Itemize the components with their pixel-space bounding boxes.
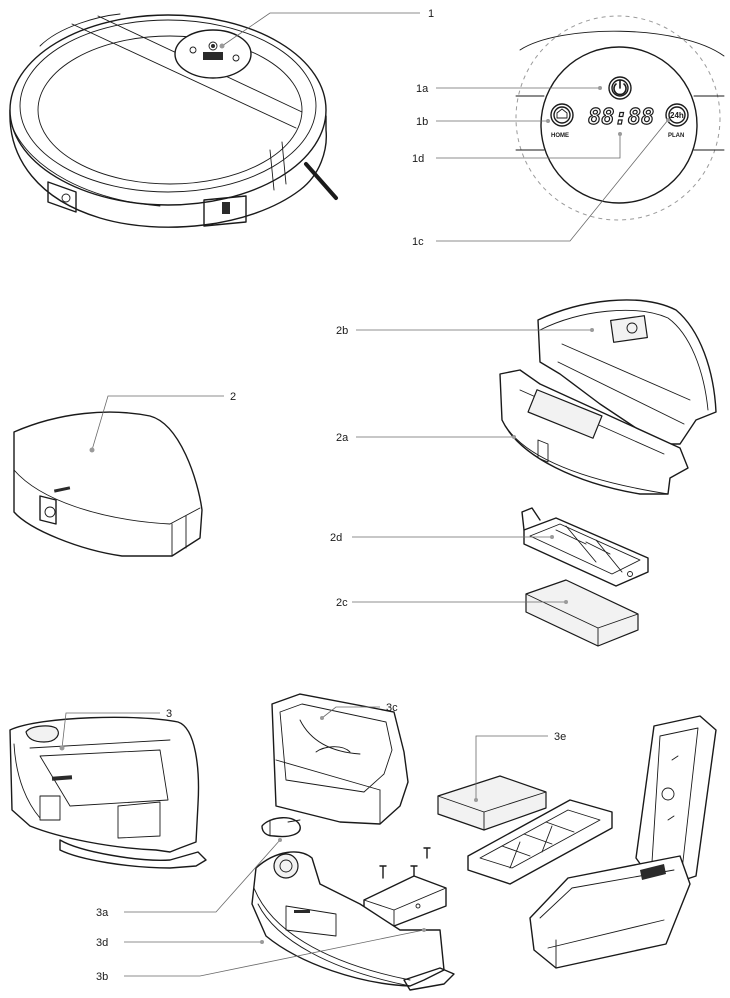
water-tank [9, 716, 207, 869]
tank-open-base [251, 851, 455, 991]
dust-bin-open [499, 299, 717, 495]
callout-3d: 3d [96, 937, 108, 949]
plan-icon-text: 24h [670, 111, 684, 120]
callout-3b: 3b [96, 971, 108, 983]
callout-2: 2 [230, 391, 236, 403]
dust-bin-closed [13, 411, 203, 557]
callout-labels: 1 1a 1b 1d 1c 2b 2 2a 2d 2c 3 3c 3e 3a 3… [96, 8, 566, 983]
control-panel-detail: HOME 24h PLAN 88:88 [515, 15, 725, 221]
plan-button: 24h PLAN [665, 103, 689, 139]
callout-1: 1 [428, 8, 434, 20]
callout-1c: 1c [412, 236, 424, 248]
callout-3c: 3c [386, 702, 398, 714]
tank-filter-frame [467, 799, 613, 885]
power-button [608, 76, 632, 100]
sponge-filter [525, 579, 639, 647]
hepa-filter [521, 507, 649, 587]
callout-2c: 2c [336, 597, 348, 609]
leader-lines [59, 12, 670, 977]
callout-1b: 1b [416, 116, 428, 128]
callout-3: 3 [166, 708, 172, 720]
home-button: HOME [550, 103, 574, 139]
tank-open-case [529, 715, 717, 969]
callout-2a: 2a [336, 432, 349, 444]
screws [379, 847, 431, 879]
callout-1d: 1d [412, 153, 424, 165]
plan-label: PLAN [668, 133, 684, 139]
tank-sponge [437, 775, 547, 831]
callout-1a: 1a [416, 83, 429, 95]
callout-3a: 3a [96, 907, 109, 919]
callout-2d: 2d [330, 532, 342, 544]
tank-inner-tray [271, 693, 409, 825]
tank-cap [261, 817, 301, 838]
home-label: HOME [551, 133, 569, 139]
robot-vacuum-body [9, 13, 338, 228]
digital-display: 88:88 [588, 105, 654, 130]
callout-3e: 3e [554, 731, 566, 743]
callout-2b: 2b [336, 325, 348, 337]
